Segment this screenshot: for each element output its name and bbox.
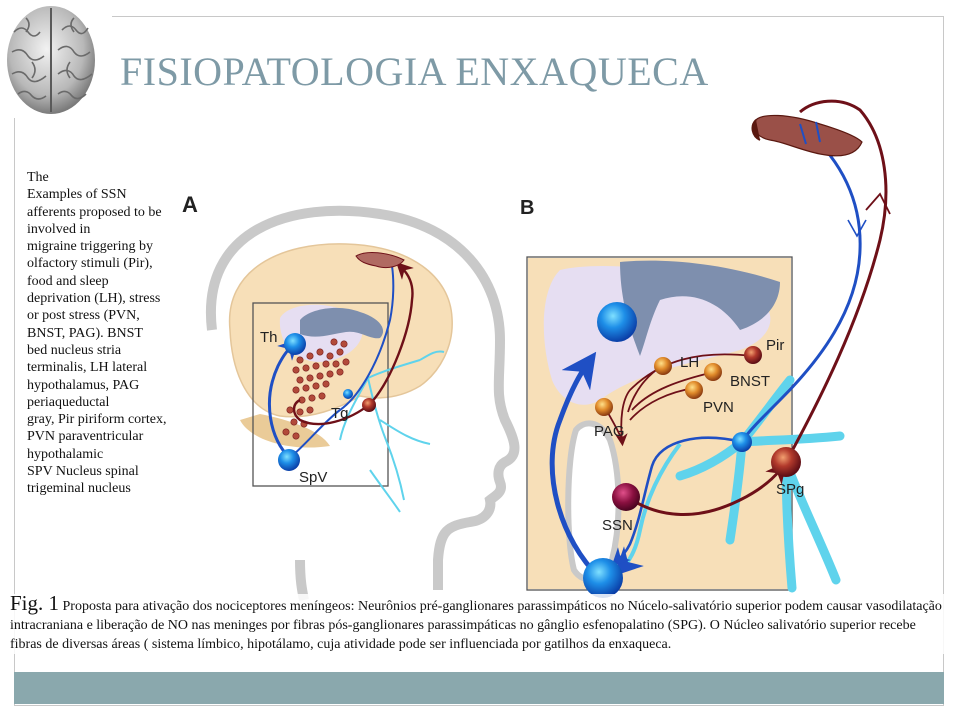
panel-b: B	[520, 99, 891, 598]
side-note-line: afferents proposed to be	[27, 204, 162, 220]
pag-node	[595, 398, 613, 416]
panel-a-letter: A	[182, 192, 198, 217]
side-note-line: PVN paraventricular	[27, 429, 144, 445]
meningeal-vessel-end-b	[751, 119, 761, 141]
side-note: The Examples of SSN afferents proposed t…	[27, 169, 217, 498]
spv-node	[278, 449, 300, 471]
trigeminal-ssn-b	[611, 436, 743, 567]
caption-fig-label: Fig. 1	[10, 591, 60, 615]
trigeminal-fiber-a	[291, 265, 395, 457]
side-note-line: olfactory stimuli (Pir),	[27, 256, 153, 272]
side-note-line: deprivation (LH), stress	[27, 291, 161, 307]
efferent-loop-b	[784, 99, 888, 463]
pir-label: Pir	[766, 337, 784, 354]
tg-b-node	[732, 432, 752, 452]
frame-left-line	[14, 118, 15, 706]
ascending-pathway-b	[549, 351, 602, 580]
bnst-label: BNST	[730, 373, 770, 390]
afferent-fiber-b	[740, 130, 862, 443]
tg-blue-node	[343, 389, 353, 399]
th-cell-cluster	[282, 338, 350, 440]
tg-node	[362, 398, 376, 412]
side-note-line: Examples of SSN	[27, 187, 127, 203]
spv-b-node	[583, 558, 623, 598]
efferent-arrowhead-b	[865, 192, 891, 215]
figure-caption: Fig. 1 Proposta para ativação dos nocice…	[10, 591, 945, 654]
side-note-line: terminalis, LH lateral	[27, 360, 148, 376]
side-note-line: SPV Nucleus spinal	[27, 464, 139, 480]
side-note-line: The	[27, 170, 49, 185]
pag-label: PAG	[594, 423, 625, 440]
parasympathetic-fibers-a	[339, 350, 445, 513]
pvn-label: PVN	[703, 399, 734, 416]
ssn-label: SSN	[602, 517, 633, 534]
lh-label: LH	[680, 354, 699, 371]
frame-right-line	[943, 16, 944, 706]
meningeal-vessel-a	[355, 252, 405, 269]
side-note-line: food and sleep	[27, 273, 109, 289]
panel-b-letter: B	[520, 197, 534, 219]
ssn-region-b	[565, 420, 622, 583]
th-node	[284, 333, 306, 355]
bottom-bar	[14, 672, 944, 704]
head-outline	[205, 205, 520, 590]
brain-logo-icon	[7, 6, 95, 114]
efferent-loop-a	[369, 262, 414, 405]
side-note-line: migraine triggering by	[27, 239, 153, 255]
efferent-fiber-b	[625, 461, 787, 516]
tg-label: Tg	[331, 405, 349, 422]
slide-title: FISIOPATOLOGIA ENXAQUECA	[120, 49, 709, 94]
ventricle-b	[620, 260, 780, 356]
side-note-line: trigeminal nucleus	[27, 481, 131, 497]
side-note-line: hypothalamus, PAG	[27, 377, 140, 393]
side-note-line: involved in	[27, 221, 91, 237]
side-note-line: bed nucleus stria	[27, 342, 122, 358]
panel-a: A Th Tg SpV	[182, 192, 520, 601]
th-label: Th	[260, 329, 278, 346]
side-note-line: gray, Pir piriform cortex,	[27, 412, 167, 428]
afferent-arrowhead-b	[847, 219, 867, 238]
side-note-line: BNST, PAG). BNST	[27, 325, 143, 341]
pvn-node	[685, 381, 703, 399]
bnst-node	[704, 363, 722, 381]
pir-node	[744, 346, 762, 364]
efferent-fiber-a	[292, 398, 371, 426]
ssn-node	[612, 483, 640, 511]
caption-text: Proposta para ativação dos nociceptores …	[10, 599, 942, 652]
frame-top-line	[112, 16, 944, 17]
side-note-line: or post stress (PVN,	[27, 308, 140, 324]
th-b-node	[597, 302, 637, 342]
side-note-line: periaqueductal	[27, 394, 110, 410]
spg-node	[771, 447, 801, 477]
vessel-ticks-b	[799, 121, 821, 145]
spv-label: SpV	[299, 469, 327, 486]
ventricle-a	[300, 307, 384, 339]
meningeal-vessel-b	[753, 114, 863, 157]
lh-node	[654, 357, 672, 375]
panel-a-box	[252, 302, 389, 487]
spg-label: SPg	[776, 481, 804, 498]
side-note-line: hypothalamic	[27, 446, 104, 462]
frame-bottom-line	[14, 705, 944, 706]
